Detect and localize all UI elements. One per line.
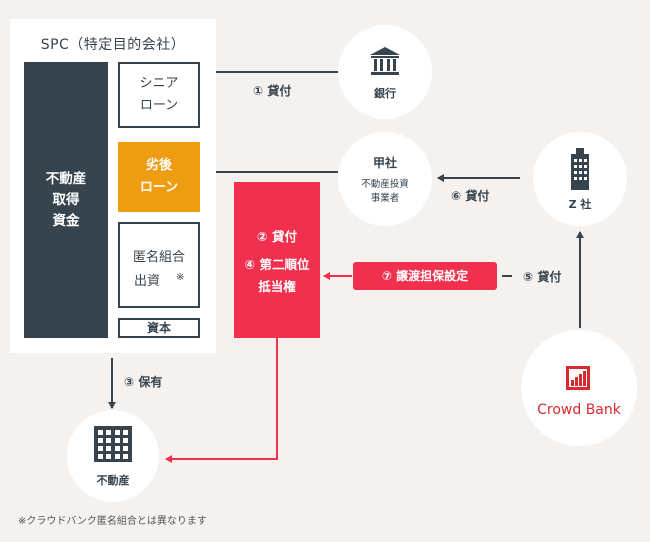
mezz-line-2: ローン	[139, 180, 179, 195]
senior-loan-box: シニア ローン	[118, 62, 200, 128]
kosha-sub-1: 不動産投資	[361, 179, 409, 190]
realestate-label: 不動産	[96, 474, 130, 487]
transfer-security-badge: ⑦ 譲渡担保設定	[353, 262, 497, 290]
arrow-redbox-to-realestate	[165, 338, 278, 463]
mezz-line-1: 劣後	[145, 158, 172, 173]
tk-line-2: 出資	[134, 274, 161, 289]
edge-label-1: ① 貸付	[253, 84, 292, 98]
tk-line-1: 匿名組合	[132, 250, 185, 265]
otsu-label: Z 社	[568, 198, 592, 211]
bank-node: 銀行	[338, 25, 432, 119]
kosha-node: 甲社 不動産投資 事業者	[338, 132, 432, 226]
building-icon	[571, 148, 589, 190]
red-line-3: 抵当権	[258, 279, 296, 294]
crowdbank-logo-icon	[566, 366, 590, 390]
second-lien-loan-box: ② 貸付 ④ 第二順位 抵当権	[234, 182, 320, 338]
edge-label-5: ⑤ 貸付	[523, 270, 562, 284]
spc-title: SPC（特定目的会社）	[40, 37, 186, 53]
bank-label: 銀行	[374, 87, 396, 100]
footnote: ※クラウドバンク匿名組合とは異なります	[18, 516, 207, 527]
red-line-1: ② 貸付	[257, 229, 297, 244]
fund-line-2: 取得	[52, 191, 80, 208]
edge-label-3: ③ 保有	[124, 375, 163, 389]
red-line-2: ④ 第二順位	[244, 257, 310, 272]
realestate-node: 不動産	[67, 410, 159, 502]
otsu-node: Z 社	[533, 132, 627, 226]
senior-line-2: ローン	[139, 98, 179, 113]
edge-label-6: ⑥ 貸付	[451, 189, 490, 203]
tk-note-mark: ※	[176, 272, 185, 283]
office-building-icon	[94, 426, 132, 462]
tk-investment-box: 匿名組合 出資 ※	[118, 222, 200, 308]
senior-line-1: シニア	[139, 76, 179, 91]
mezzanine-loan-box: 劣後 ローン	[118, 142, 200, 212]
fund-line-3: 資金	[52, 212, 80, 229]
crowdbank-label: Crowd Bank	[537, 402, 621, 418]
kosha-sub-2: 事業者	[370, 193, 400, 204]
bank-icon	[370, 47, 400, 75]
capital-box: 資本	[118, 318, 200, 338]
fund-line-1: 不動産	[45, 170, 87, 187]
kosha-title: 甲社	[372, 156, 397, 170]
crowdbank-node: Crowd Bank	[521, 330, 637, 446]
acquisition-fund-box: 不動産 取得 資金	[24, 62, 108, 338]
